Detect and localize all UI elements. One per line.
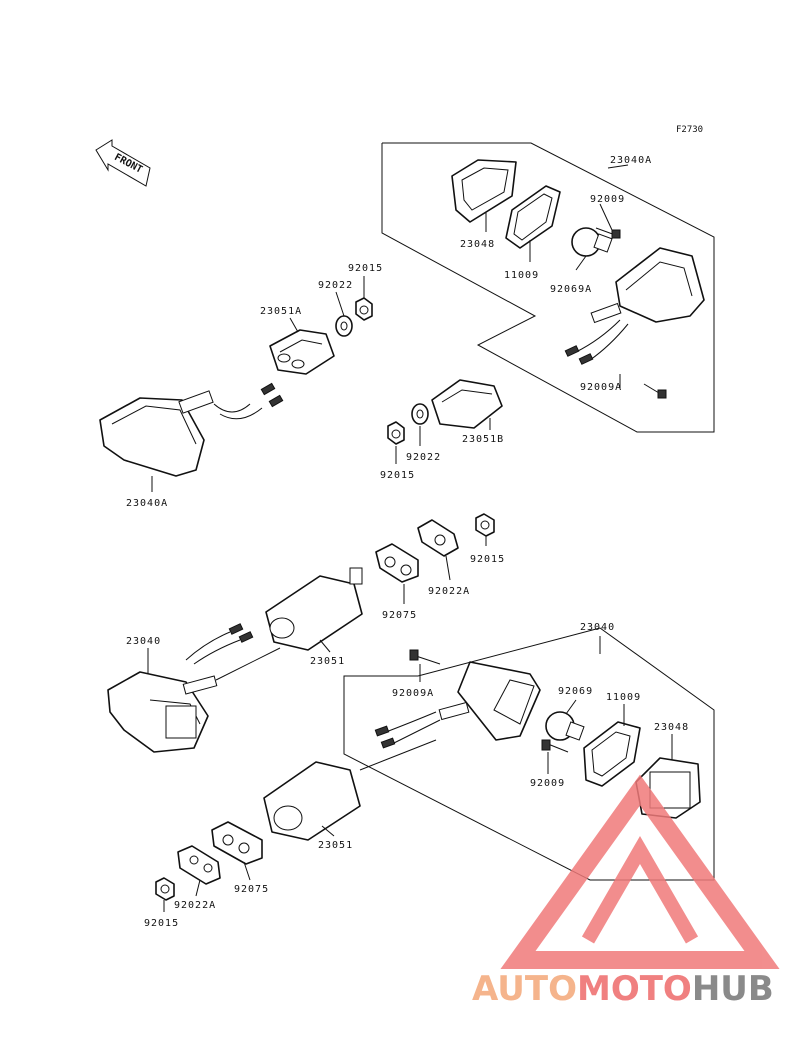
label-23051B: 23051B (462, 434, 504, 445)
housing-23040-left (107, 623, 281, 753)
rubber-23051A (269, 329, 335, 375)
label-92015-a: 92015 (348, 263, 383, 274)
label-23040A-left: 23040A (126, 498, 168, 509)
label-92069: 92069 (558, 686, 593, 697)
label-23048-bottom: 23048 (654, 722, 689, 733)
group-frame-upper-right (381, 142, 715, 433)
watermark-part-auto: AUTO (472, 969, 577, 1009)
screw-92009-bottom (541, 739, 569, 753)
washer-92022A-a (417, 519, 459, 557)
leader (607, 164, 629, 169)
grommet-92075-a (375, 543, 419, 583)
leader (599, 203, 613, 231)
figure-code: F2730 (676, 125, 703, 135)
bulb-92069 (545, 711, 585, 741)
group-frame-lower-right (343, 627, 715, 881)
rubber-23051-b (263, 761, 361, 841)
gasket-11009-bottom (583, 721, 641, 787)
watermark-logo (500, 774, 780, 969)
watermark-part-hub: HUB (692, 969, 774, 1009)
label-92022A-a: 92022A (428, 586, 470, 597)
nut-92015-b (387, 421, 405, 445)
label-92069A: 92069A (550, 284, 592, 295)
leader (289, 317, 299, 333)
grommet-92075-b (211, 821, 263, 865)
washer-92022A-b (177, 845, 221, 885)
label-92009-bottom: 92009 (530, 778, 565, 789)
rubber-23051B (431, 379, 503, 429)
front-arrow: FRONT (95, 139, 151, 187)
housing-23040A-right (564, 247, 705, 365)
label-92009-top: 92009 (590, 194, 625, 205)
label-92015-c: 92015 (470, 554, 505, 565)
housing-23040-right (359, 661, 541, 771)
nut-92015-d (155, 877, 175, 901)
gasket-11009-top (505, 185, 561, 249)
bulb-92069A (571, 227, 613, 257)
label-92022-a: 92022 (318, 280, 353, 291)
leader (335, 291, 345, 317)
label-92075-a: 92075 (382, 610, 417, 621)
rubber-23051-a (265, 567, 363, 651)
leader (243, 861, 251, 881)
leader (575, 255, 587, 271)
label-23040-right: 23040 (580, 622, 615, 633)
leader (321, 825, 335, 837)
label-23051-bottom: 23051 (318, 840, 353, 851)
housing-23040A-left (99, 382, 284, 477)
label-92022-b: 92022 (406, 452, 441, 463)
watermark-part-moto: MOTO (577, 969, 692, 1009)
label-23048-top: 23048 (460, 239, 495, 250)
lens-23048-top (451, 159, 517, 223)
label-23051A: 23051A (260, 306, 302, 317)
label-92075-bottom: 92075 (234, 884, 269, 895)
watermark-text: AUTOMOTOHUB (472, 969, 774, 1009)
watermark-triangle-icon (500, 774, 780, 969)
label-23040: 23040 (126, 636, 161, 647)
nut-92015-c (475, 513, 495, 537)
leader (445, 555, 451, 581)
label-11009-bottom: 11009 (606, 692, 641, 703)
label-92022A-bottom: 92022A (174, 900, 216, 911)
screw-92009-top (595, 227, 621, 239)
nut-92015-a (355, 297, 373, 321)
leader (565, 699, 577, 715)
label-92009A-top: 92009A (580, 382, 622, 393)
label-11009-top: 11009 (504, 270, 539, 281)
leader (195, 879, 201, 897)
washer-92022-b (411, 403, 429, 425)
screw-92009A-top (643, 383, 667, 399)
label-92015-b: 92015 (380, 470, 415, 481)
label-92015-bottom: 92015 (144, 918, 179, 929)
label-23051-a: 23051 (310, 656, 345, 667)
screw-92009A-bottom (409, 649, 441, 665)
label-23040A-top: 23040A (610, 155, 652, 166)
washer-92022-a (335, 315, 353, 337)
leader (319, 639, 331, 653)
label-92009A-bottom: 92009A (392, 688, 434, 699)
